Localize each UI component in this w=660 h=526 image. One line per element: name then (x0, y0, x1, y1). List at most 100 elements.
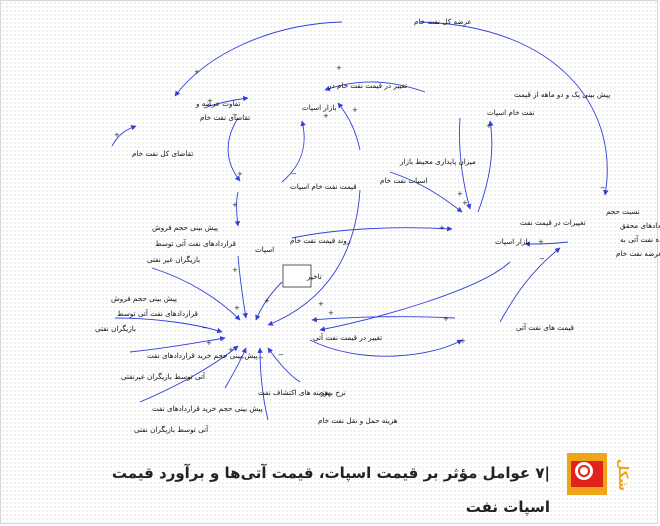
sign-minus: − (258, 354, 264, 362)
arrow-transport-to-futureschange (257, 347, 269, 421)
node-spot-trend-line2: اسپات (255, 245, 274, 254)
sign-plus: + (194, 68, 200, 76)
node-spot-trend-line1: روند قیمت نفت خام (290, 236, 351, 245)
node-delay: تاخیر (306, 272, 322, 281)
arrow-spotprice-to-spotchange (281, 120, 306, 183)
sign-plus: + (538, 238, 544, 246)
node-ratio-line3: شده نفت آتی به (620, 234, 660, 244)
arrow-buynoncom-to-futureschange (129, 336, 226, 353)
arrow-demand-to-gap (111, 125, 137, 147)
node-sell-noncom-line2: قراردادهای نفت آتی توسط (155, 238, 236, 248)
sign-plus: + (439, 224, 445, 232)
sign-plus: + (207, 97, 213, 105)
sign-minus: − (600, 184, 606, 192)
node-exploration: هزینه های اکتشاف نفت (258, 388, 329, 397)
sign-minus: − (278, 351, 284, 359)
node-stability-line1: میزان پایداری محیط بازار (399, 157, 476, 166)
sign-plus: + (352, 106, 358, 114)
arrow-buycom-to-futureschange (139, 345, 239, 403)
node-sell-com-line3: بازیگران نفتی (95, 324, 136, 333)
logo-ring-icon (575, 462, 593, 480)
node-forecast-line2: نفت خام اسپات (487, 108, 535, 117)
node-sell-com-line1: پیش بینی حجم فروش (111, 294, 177, 303)
arrow-futureschange-to-futuresprice (309, 339, 463, 357)
arrow-futuresprice-to-futureschange (311, 316, 456, 323)
arrow-spotchanges-to-forecast (477, 120, 494, 213)
arrow-stability-to-spotchange (337, 102, 361, 151)
arrow-stability-to-futureschange (267, 189, 361, 326)
figure-caption: |۷ عوامل مؤثر بر قیمت اسپات، قیمت آتی‌ها… (70, 456, 550, 516)
sign-plus: + (228, 346, 234, 354)
sign-minus: − (239, 354, 245, 362)
delay-box (282, 264, 312, 288)
node-spot-changes-line1: تغییرات در قیمت نفت (520, 218, 586, 227)
node-spot-price: قیمت نفت خام اسپات (290, 182, 357, 191)
node-spot-change-line1: تغییر در قیمت نفت خام در (327, 81, 407, 90)
sign-minus: − (539, 255, 545, 263)
node-futures-change: تغییر در قیمت نفت آتی (313, 332, 382, 342)
sign-plus: + (232, 201, 238, 209)
figure-number: ۷ (535, 464, 545, 482)
logo-word: شکل (615, 459, 630, 491)
sign-plus: + (114, 131, 120, 139)
arrow-exploration-to-futureschange (224, 347, 247, 389)
caption-text: عوامل مؤثر بر قیمت اسپات، قیمت آتی‌ها و … (111, 464, 550, 516)
node-buy-com-line2: آتی توسط بازیگران نفتی (134, 424, 209, 434)
arrow-interest-to-futureschange (267, 347, 301, 383)
arrow-trend-to-spotchanges (291, 226, 453, 239)
sign-plus: + (234, 304, 240, 312)
sign-plus: + (460, 337, 466, 345)
logo-dot-icon (580, 467, 588, 475)
arrow-delay-to-futureschange (255, 281, 283, 321)
sign-plus: + (328, 309, 334, 317)
node-spot-change-line2: بازار اسپات (302, 103, 337, 112)
arrows (111, 21, 609, 421)
arrow-trend-to-futureschange (237, 255, 248, 319)
sign-minus: − (202, 324, 208, 332)
node-ratio-line2: قراردادهای محقق (620, 221, 660, 230)
node-labels: عرضه کل نفت خام تفاوت عرضه و تقاضای نفت … (95, 17, 660, 434)
node-sell-com-line2: قراردادهای نفت آتی توسط (117, 308, 198, 318)
node-sell-noncom-line1: پیش بینی حجم فروش (152, 223, 218, 232)
node-stability-line2: اسپات نفت خام (380, 176, 428, 185)
arrow-ratio-to-spotchanges (524, 241, 569, 247)
node-gap-line2: تقاضای نفت خام (200, 113, 250, 122)
sign-plus: + (462, 199, 468, 207)
node-ratio-line4: عرضه نفت خام (616, 249, 660, 258)
sign-plus: + (323, 112, 329, 120)
sign-plus: + (457, 190, 463, 198)
node-gap-line1: تفاوت عرضه و (195, 99, 240, 108)
sign-plus: + (318, 300, 324, 308)
arrow-forecast-to-spotchange (324, 81, 426, 93)
brand-logo: شکل (567, 453, 637, 495)
sign-plus: + (264, 297, 270, 305)
arrow-sellcom-to-futureschange (114, 317, 223, 334)
node-spot-changes-line2: بازار اسپات (495, 237, 530, 246)
arrow-spotprice-to-trend (234, 191, 241, 227)
polarity-signs: + − + + + + − + − + + + + + + + + + + + … (114, 64, 606, 362)
sign-plus: + (232, 266, 238, 274)
node-transport: هزینه حمل و نقل نفت خام (318, 416, 398, 425)
node-total-demand: تقاضای کل نفت خام (132, 149, 193, 158)
arrow-supply-to-ratio (419, 21, 609, 196)
arrow-futuresprice-to-ratio (499, 247, 561, 323)
node-total-supply: عرضه کل نفت خام (414, 17, 472, 26)
node-interest: نرخ بهره (320, 388, 346, 397)
sign-minus: − (232, 111, 238, 119)
sign-plus: + (336, 64, 342, 72)
sign-plus: + (443, 315, 449, 323)
node-forecast-line1: پیش بینی یک و دو ماهه از قیمت (514, 90, 610, 99)
node-sell-noncom-line3: بازیگران غیر نفتی (147, 255, 200, 264)
arrow-spotchanges-to-futureschange (319, 261, 511, 332)
node-futures-price: قیمت های نفت آتی (516, 322, 574, 332)
arrow-supply-to-gap (174, 21, 343, 97)
arrow-stability-to-spotchanges (389, 171, 463, 213)
arrow-gap-to-spotchange (203, 95, 249, 109)
node-buy-com-line1: پیش بینی حجم خرید قراردادهای نفت (152, 404, 263, 413)
node-ratio-line1: نسبت حجم (606, 207, 640, 216)
node-buy-noncom-line2: آتی توسط بازیگران غیرنفتی (121, 371, 206, 381)
arrow-spotchange-to-spotprice (227, 117, 241, 182)
arrow-forecast-to-spotchanges (459, 117, 472, 210)
figure-number-bar: | (544, 464, 550, 482)
